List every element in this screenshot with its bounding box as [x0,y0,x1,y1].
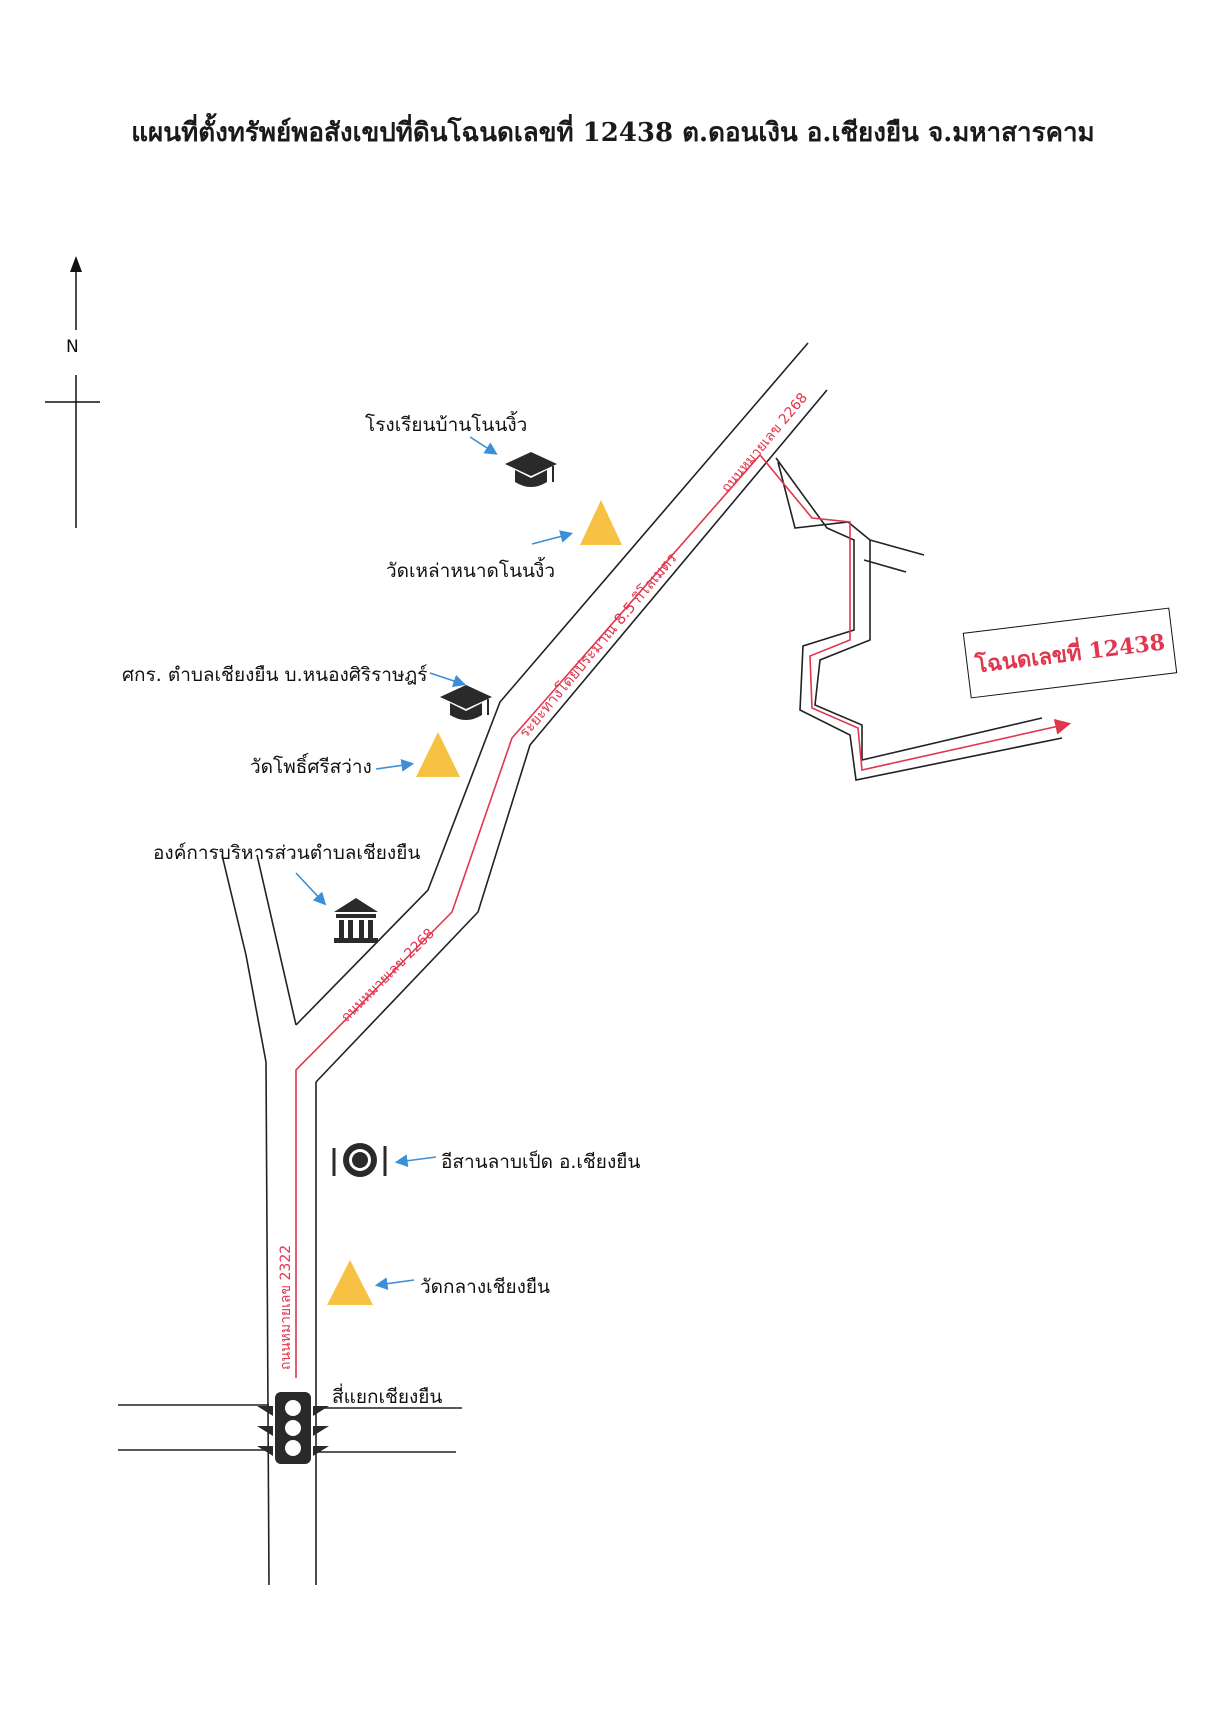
cross-road [118,1404,462,1453]
label-intersection: สี่แยกเชียงยืน [332,1386,443,1408]
route-line [295,453,1072,1378]
label-learning-center: ศกร. ตำบลเชียงยืน บ.หนองศิริราษฎร์ [122,664,428,686]
local-road [775,457,1063,781]
label-temple-1: วัดเหล่าหนาดโนนงิ้ว [386,560,555,582]
label-temple-3: วัดกลางเชียงยืน [420,1276,551,1298]
plot-label: โฉนดเลขที่ 12438 [973,628,1167,679]
north-label: N [66,337,79,357]
graduation-cap-icon [505,452,557,487]
pointer-arrows [295,436,574,1291]
road-2268 [295,342,828,1083]
road-label-2322: ถนนหมายเลข 2322 [278,1244,294,1370]
temple-triangle-icon [327,1260,373,1305]
government-building-icon [334,898,378,943]
label-restaurant: อีสานลาบเป็ด อ.เชียงยืน [441,1151,641,1173]
graduation-cap-icon [440,685,492,720]
road-2322 [221,854,317,1586]
temple-triangle-icon [580,500,622,545]
north-arrow-icon [45,256,100,528]
label-admin-org: องค์การบริหารส่วนตำบลเชียงยืน [153,842,421,864]
temple-triangle-icon [416,732,460,777]
traffic-light-icon [257,1392,329,1464]
label-temple-2: วัดโพธิ์ศรีสว่าง [250,756,372,778]
plate-cutlery-icon [332,1143,387,1177]
page-title: แผนที่ตั้งทรัพย์พอสังเขปที่ดินโฉนดเลขที่… [131,118,1095,148]
label-school-1: โรงเรียนบ้านโนนงิ้ว [365,414,528,436]
